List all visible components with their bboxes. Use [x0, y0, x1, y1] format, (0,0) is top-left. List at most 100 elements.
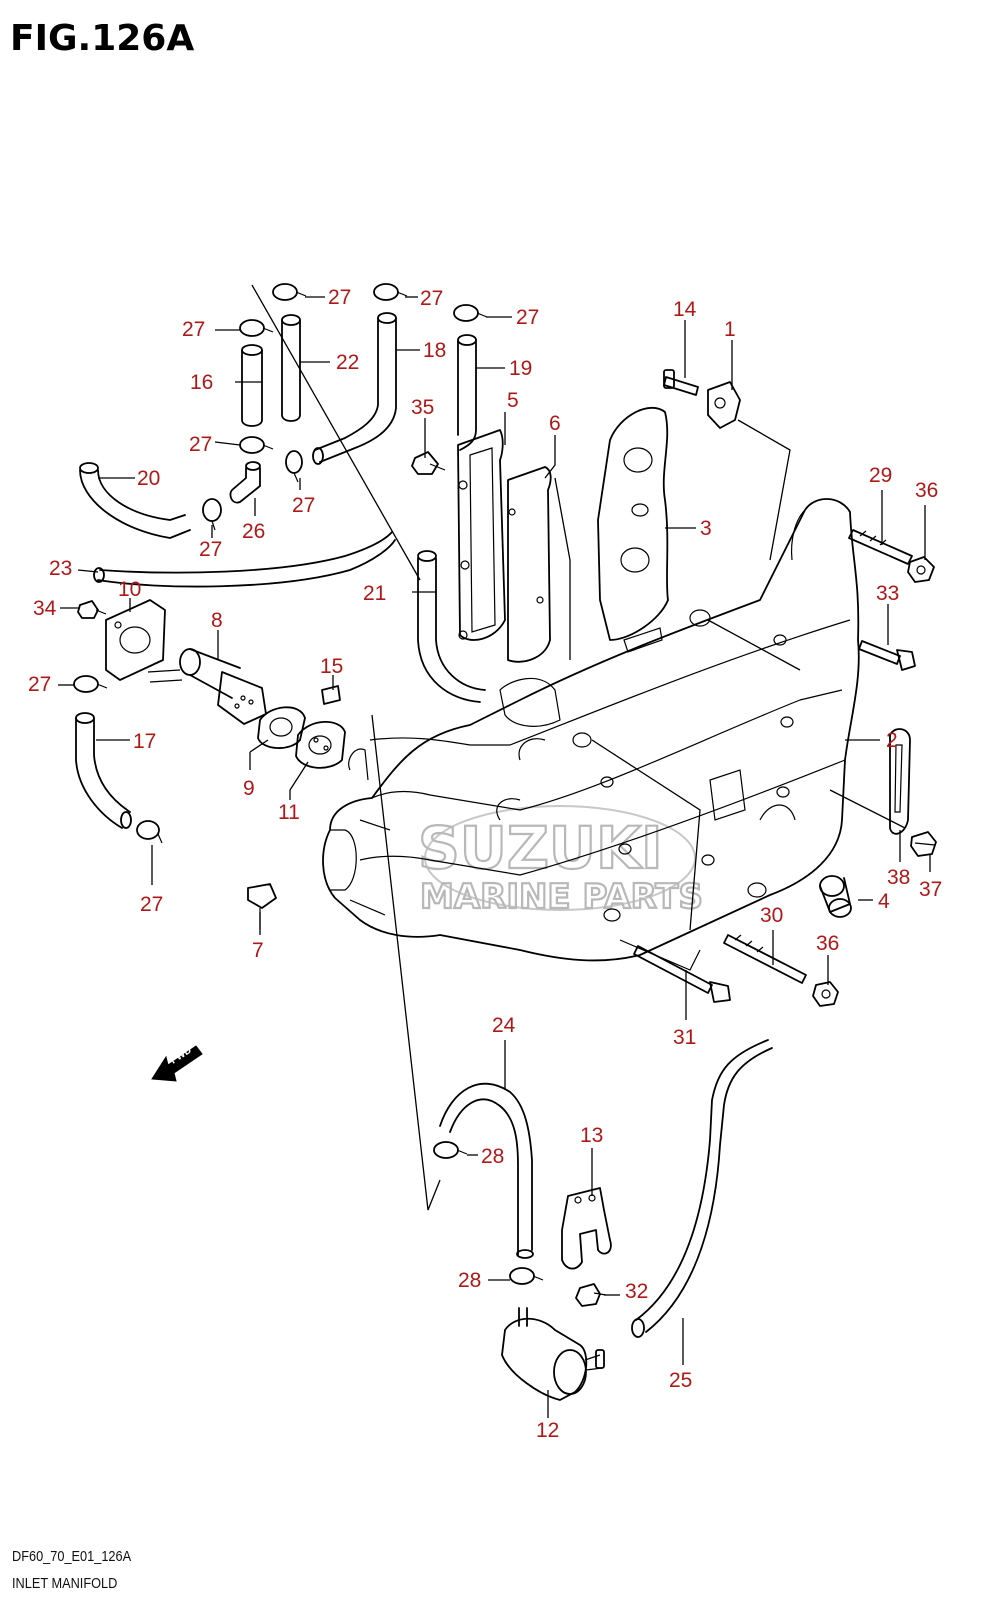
callout-27-h: 27: [28, 673, 51, 696]
gasket-3: [597, 406, 669, 641]
bracket-1: [707, 381, 741, 429]
watermark: SUZUKI MARINE PARTS: [417, 805, 704, 918]
callout-36-b: 36: [816, 932, 839, 955]
bolt-14: [663, 369, 699, 396]
hose-16: [241, 344, 263, 427]
callout-29: 29: [869, 464, 892, 487]
callout-24: 24: [492, 1014, 516, 1037]
hose-24: [439, 1082, 534, 1259]
callout-32: 32: [625, 1280, 648, 1303]
callout-22: 22: [336, 351, 359, 374]
bolt-29: [848, 529, 913, 565]
callout-13: 13: [580, 1124, 603, 1147]
callout-8: 8: [211, 609, 223, 632]
callout-26: 26: [242, 520, 265, 543]
hose-18: [312, 312, 397, 465]
callout-14: 14: [673, 298, 697, 321]
callout-28-a: 28: [481, 1145, 504, 1168]
bracket-38: [889, 728, 911, 835]
hose-17: [75, 712, 132, 829]
callout-20: 20: [137, 467, 160, 490]
callout-27-a: 27: [328, 286, 351, 309]
clamp-27-b: [373, 283, 408, 301]
hose-21: [417, 550, 486, 703]
inlet-manifold-body: [322, 498, 860, 971]
callout-17: 17: [133, 730, 156, 753]
callout-15: 15: [320, 655, 343, 678]
clamp-27-h: [73, 675, 108, 693]
callout-28-b: 28: [458, 1269, 481, 1292]
plate-11: [295, 720, 346, 769]
callout-27-g: 27: [199, 538, 222, 561]
callout-35: 35: [411, 396, 434, 419]
bracket-10: [105, 599, 166, 681]
plate-5: [457, 429, 506, 641]
clip-7: [247, 883, 277, 930]
clamp-27-g: [202, 498, 222, 531]
clamp-27-f: [285, 450, 303, 483]
figure-title: FIG.126A: [10, 18, 195, 59]
callout-6: 6: [549, 412, 561, 435]
callout-33: 33: [876, 582, 899, 605]
callout-34: 34: [33, 597, 57, 620]
bolt-30: [723, 934, 807, 984]
callout-30: 30: [760, 904, 783, 927]
callout-9: 9: [243, 777, 255, 800]
callout-4: 4: [878, 890, 890, 913]
callout-leaders: [58, 296, 931, 1418]
callout-27-d: 27: [182, 318, 205, 341]
screw-34: [77, 600, 107, 619]
nut-36-lower: [812, 981, 839, 1007]
callout-2: 2: [886, 729, 898, 752]
hose-25: [631, 1039, 773, 1338]
figure-caption: INLET MANIFOLD: [12, 1575, 118, 1592]
callout-37: 37: [919, 878, 942, 901]
callout-27-c: 27: [516, 306, 539, 329]
callout-1: 1: [724, 318, 736, 341]
callout-3: 3: [700, 517, 712, 540]
bolt-31: [633, 945, 731, 1003]
gasket-6: [507, 466, 552, 663]
clamp-27-a: [272, 283, 307, 301]
callout-27-i: 27: [140, 893, 163, 916]
hose-23: [93, 531, 396, 588]
clamp-28-a: [433, 1141, 468, 1159]
callout-31: 31: [673, 1026, 696, 1049]
callout-27-b: 27: [420, 287, 443, 310]
callout-5: 5: [507, 389, 519, 412]
callout-10: 10: [118, 578, 141, 601]
clamp-27-d: [239, 319, 274, 337]
screw-35: [411, 451, 446, 475]
callout-18: 18: [423, 339, 446, 362]
watermark-line2: MARINE PARTS: [420, 877, 703, 917]
bolt-37: [910, 831, 937, 857]
callout-36-a: 36: [915, 479, 938, 502]
callout-11: 11: [278, 801, 300, 824]
hose-22: [281, 314, 301, 422]
bolt-33: [858, 640, 916, 671]
callout-labels: 1 2 3 4 5 6 7 8 9 10 11 12 13 14 15 16 1…: [28, 286, 942, 1442]
joint-26: [229, 461, 261, 504]
clamp-27-e: [239, 436, 274, 454]
callout-23: 23: [49, 557, 72, 580]
watermark-line1: SUZUKI: [418, 814, 663, 882]
callout-27-f: 27: [292, 494, 315, 517]
filter-12: [501, 1307, 605, 1401]
bolt-32: [575, 1283, 607, 1307]
nut-36-upper: [907, 556, 935, 583]
valve-8: [147, 648, 267, 725]
callout-27-e: 27: [189, 433, 212, 456]
pin-15: [321, 685, 341, 705]
forward-arrow-icon: FWD: [151, 1045, 203, 1082]
callout-12: 12: [536, 1419, 559, 1442]
leader-line: [371, 714, 441, 1211]
callout-16: 16: [190, 371, 213, 394]
hose-19: [457, 334, 477, 451]
callout-19: 19: [509, 357, 532, 380]
cap-4: [819, 875, 852, 918]
bracket-13: [561, 1187, 612, 1270]
hose-20: [79, 462, 191, 539]
leader-line: [251, 284, 421, 581]
callout-38: 38: [887, 866, 910, 889]
